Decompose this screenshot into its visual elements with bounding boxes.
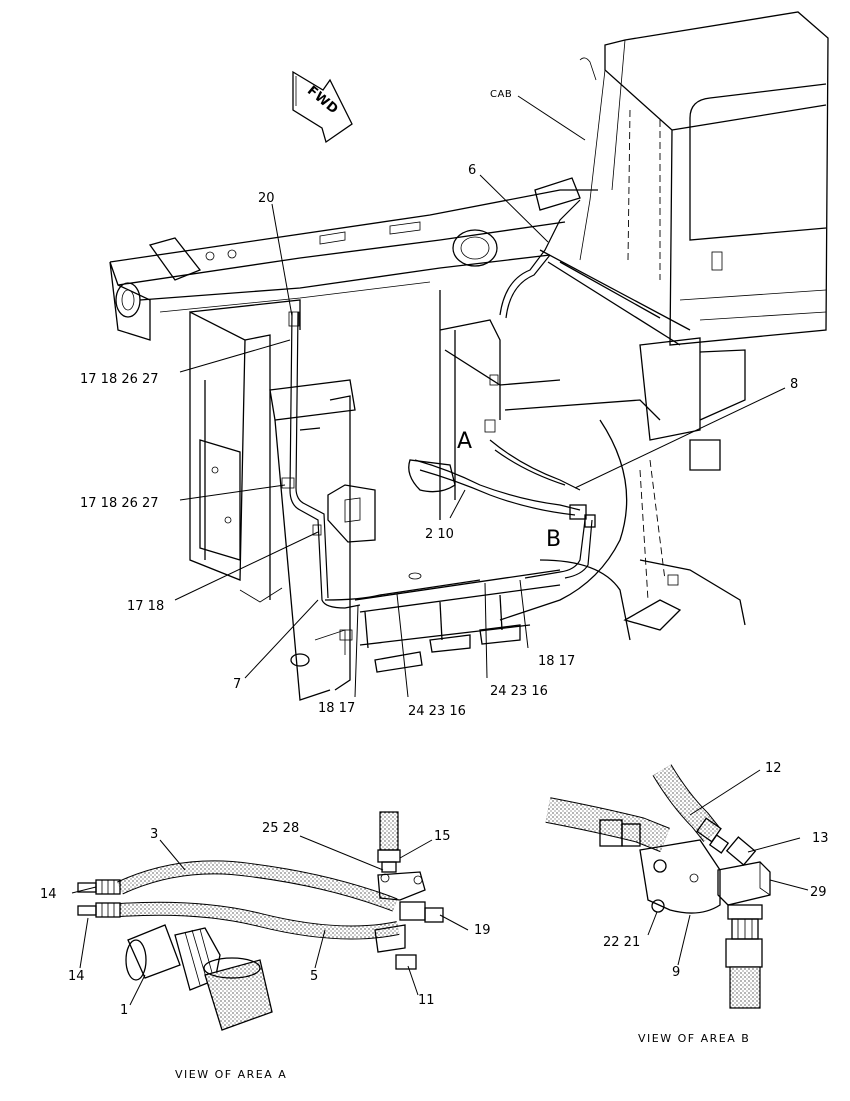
fwd-arrow-icon: FWD: [292, 70, 353, 144]
label-17-18-left: 17 18: [127, 599, 164, 614]
label-17-18-26-27-top: 17 18 26 27: [80, 372, 159, 387]
label-18-17-right: 18 17: [538, 654, 575, 669]
label-24-23-16-right: 24 23 16: [490, 684, 548, 699]
label-a-14-top: 14: [40, 887, 57, 902]
view-area-b-labels: 12 13 29 22 21 9 VIEW OF AREA B: [603, 761, 829, 1045]
main-view-labels: CAB 6 20 8 17 18 26 27 17 18 26 27 2 10 …: [80, 89, 798, 719]
label-a-3: 3: [150, 827, 158, 842]
label-a-15: 15: [434, 829, 451, 844]
label-a-14-bottom: 14: [68, 969, 85, 984]
label-18-17-bottom: 18 17: [318, 701, 355, 716]
view-area-a-caption: VIEW OF AREA A: [175, 1068, 287, 1081]
label-8: 8: [790, 377, 798, 392]
label-b-22-21: 22 21: [603, 935, 640, 950]
cab-outline: [579, 11, 829, 346]
label-a-25-28: 25 28: [262, 821, 299, 836]
bottom-cross-beam: [324, 569, 561, 673]
label-cab: CAB: [490, 89, 512, 100]
view-area-a-drawing: [77, 811, 444, 1031]
label-b-12: 12: [765, 761, 782, 776]
label-7: 7: [233, 677, 241, 692]
label-24-23-16-bottom: 24 23 16: [408, 704, 466, 719]
label-2-10: 2 10: [425, 527, 454, 542]
label-b-9: 9: [672, 965, 680, 980]
main-view-tubing: [281, 199, 596, 609]
label-a-5: 5: [310, 969, 318, 984]
label-a-11: 11: [418, 993, 435, 1008]
label-a-1: 1: [120, 1003, 128, 1018]
label-6: 6: [468, 163, 476, 178]
label-20: 20: [258, 191, 275, 206]
view-area-a-leaders: [71, 835, 469, 1006]
view-area-b-caption: VIEW OF AREA B: [638, 1032, 750, 1045]
main-view-leaders: [174, 95, 786, 698]
label-b-29: 29: [810, 885, 827, 900]
label-b-13: 13: [812, 831, 829, 846]
right-support-structure: [439, 290, 746, 641]
label-17-18-26-27-mid: 17 18 26 27: [80, 496, 159, 511]
label-a-19: 19: [474, 923, 491, 938]
area-marker-a: A: [457, 429, 472, 454]
main-frame: [109, 177, 691, 346]
area-marker-b: B: [546, 527, 561, 552]
view-area-b-leaders: [647, 769, 809, 966]
view-area-b-drawing: [545, 764, 771, 1009]
fwd-arrow-text: FWD: [304, 83, 341, 117]
view-area-a-labels: 3 14 14 1 5 25 28 15 19 11 VIEW OF AREA …: [40, 821, 491, 1081]
left-support-structure: [189, 299, 376, 701]
